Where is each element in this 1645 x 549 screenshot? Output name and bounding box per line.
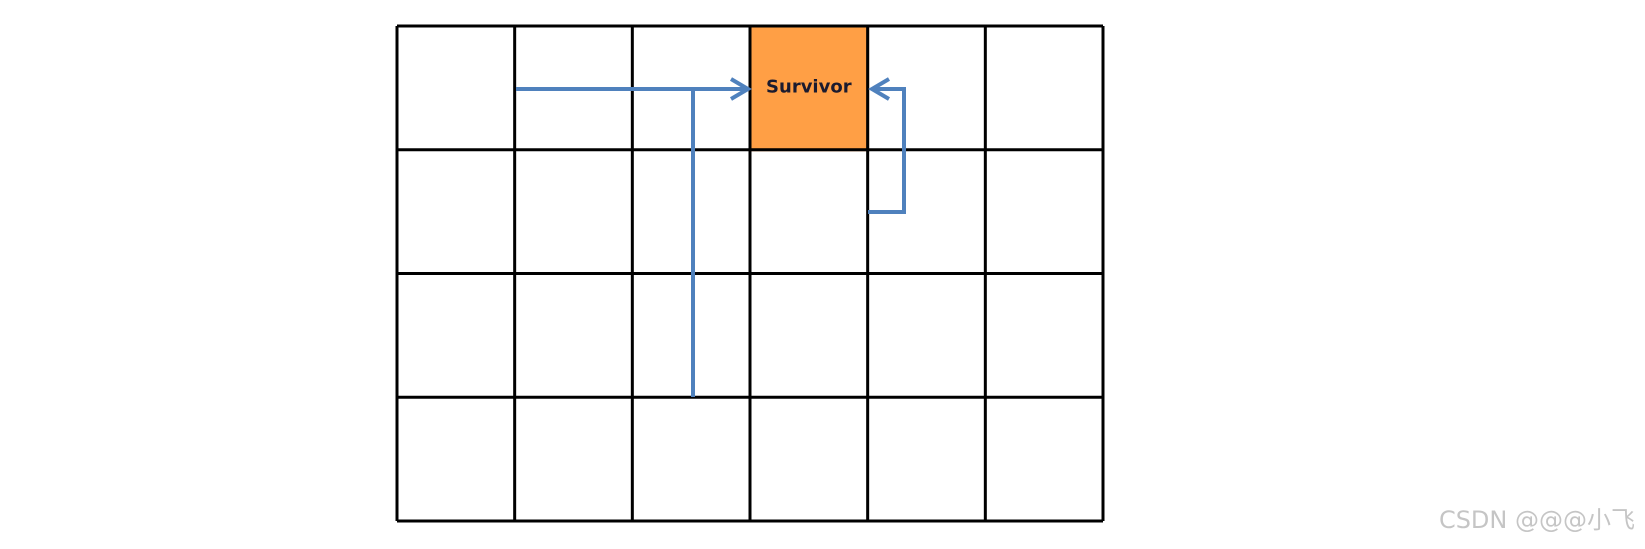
right-arrow-path xyxy=(868,87,906,214)
survivor-label: Survivor xyxy=(766,76,852,97)
grid-lines xyxy=(395,24,1105,523)
left-arrow-head xyxy=(729,77,752,101)
right-arrow-head xyxy=(868,77,891,101)
watermark-text: CSDN @@@小飞 xyxy=(1438,506,1635,534)
movement-arrows xyxy=(516,77,906,397)
